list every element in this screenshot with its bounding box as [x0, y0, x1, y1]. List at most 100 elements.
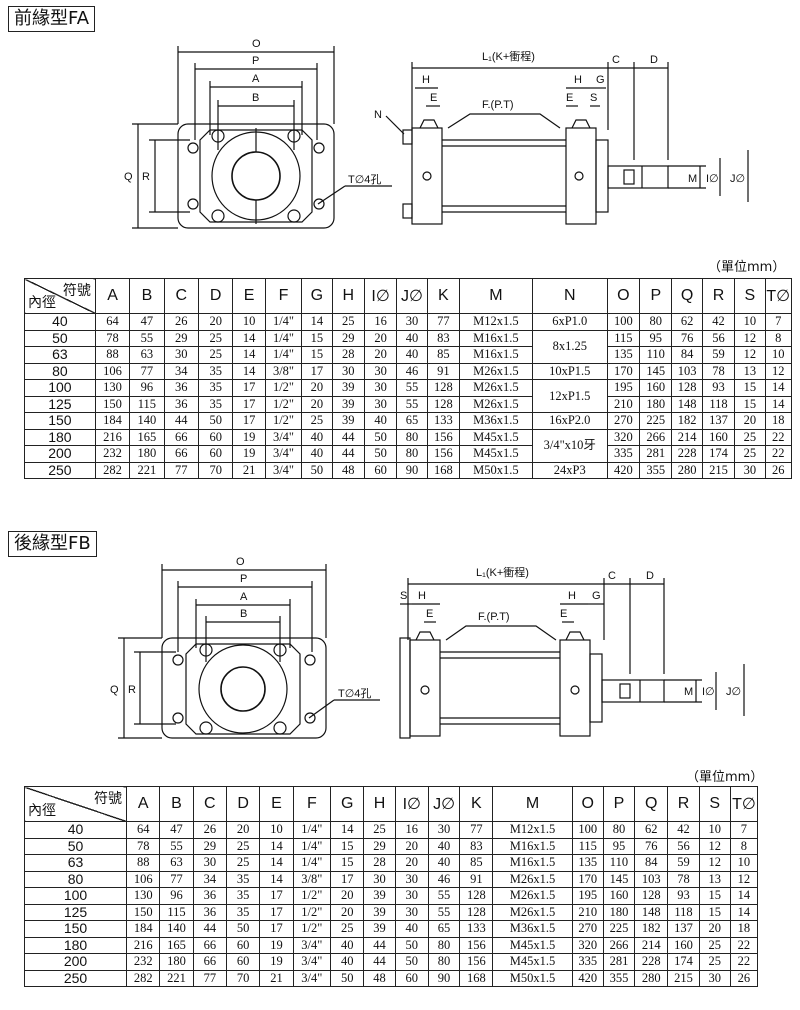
label-p: P	[252, 55, 259, 67]
table-cell: 44	[331, 445, 365, 463]
table-cell: 20	[698, 920, 731, 938]
table-cell: 15	[330, 837, 365, 855]
table-cell: 10	[232, 313, 266, 331]
table-cell: 12	[734, 346, 766, 364]
table-cell: 115	[571, 837, 604, 855]
table-cell: 46	[396, 362, 428, 380]
table-cell: 137	[667, 920, 700, 938]
table-cell: 180	[602, 903, 636, 921]
table-cell: 216	[126, 936, 161, 954]
table-cell: 110	[639, 346, 673, 364]
table-cell: 156	[459, 936, 494, 954]
table-cell: 17	[330, 870, 365, 888]
table-cell: 29	[163, 329, 200, 347]
label-hole: T∅4孔	[348, 173, 381, 186]
table-cell: 18	[764, 412, 793, 430]
label-h2: H	[574, 74, 582, 86]
table-cell: 19	[259, 953, 294, 971]
table-cell: M16x1.5	[492, 837, 573, 855]
fb-label-h2: H	[568, 590, 576, 602]
table-cell: 165	[129, 428, 165, 446]
table-cell: 50	[363, 445, 398, 463]
table-cell: 15	[330, 854, 365, 872]
table-cell: 270	[606, 412, 641, 430]
column-header: R	[701, 278, 736, 314]
table-cell: 55	[396, 379, 428, 397]
table-cell: 14	[259, 837, 294, 855]
column-header: A	[126, 786, 161, 822]
corner-symbol-label: 符號	[62, 282, 91, 298]
table-cell: 150	[94, 395, 131, 413]
table-cell: 30	[192, 854, 227, 872]
table-cell: 14	[330, 821, 365, 839]
label-d: D	[650, 54, 658, 66]
table-cell: 225	[602, 920, 636, 938]
column-header: H	[363, 786, 396, 822]
table-cell: 21	[259, 969, 294, 987]
table-cell: 35	[197, 362, 234, 380]
table-cell: 40	[330, 936, 365, 954]
table-cell: 10	[764, 346, 793, 364]
table-cell: 59	[667, 854, 700, 872]
table-cell: 76	[671, 329, 703, 347]
table-cell: 30	[396, 313, 428, 331]
table-cell: 22	[764, 428, 793, 446]
table-cell: 128	[459, 903, 494, 921]
column-header: P	[639, 278, 673, 314]
table-cell: 13	[734, 362, 766, 380]
table-cell: 160	[667, 936, 700, 954]
table-cell: 30	[394, 887, 429, 905]
corner-symbol-label: 符號	[94, 790, 123, 806]
table-cell: M45x1.5	[492, 953, 573, 971]
table-cell: 160	[602, 887, 636, 905]
table-cell: 135	[571, 854, 604, 872]
table-cell: 133	[426, 412, 461, 430]
label-l1: L₁(K+衝程)	[482, 49, 535, 63]
table-cell: 25	[225, 854, 261, 872]
table-cell: 106	[126, 870, 161, 888]
table-cell: 1/4"	[292, 821, 332, 839]
table-cell: 14	[232, 346, 266, 364]
column-header: O	[606, 278, 641, 314]
table-cell: 14	[729, 887, 759, 905]
table-cell: 103	[634, 870, 669, 888]
table-cell: 48	[331, 461, 365, 479]
column-header: B	[129, 278, 165, 314]
table-cell: 25	[698, 953, 731, 971]
column-header: E	[259, 786, 294, 822]
table-cell: 26	[163, 313, 200, 331]
table-cell: 150	[126, 903, 161, 921]
table-cell: 281	[639, 445, 673, 463]
column-header: B	[159, 786, 194, 822]
table-cell: 80	[639, 313, 673, 331]
table-cell: 35	[197, 395, 234, 413]
table-cell: 78	[126, 837, 161, 855]
table-cell: 14	[764, 395, 793, 413]
table-cell: 14	[259, 870, 294, 888]
table-cell: 118	[667, 903, 700, 921]
column-header: Q	[634, 786, 669, 822]
table-cell: 156	[426, 428, 461, 446]
table-cell: 25	[301, 412, 333, 430]
column-header: F	[292, 786, 332, 822]
table-cell: 8x1.25	[531, 329, 608, 364]
table-cell: 180	[639, 395, 673, 413]
table-cell: 40	[301, 445, 333, 463]
table-cell: 137	[701, 412, 736, 430]
fb-label-a: A	[240, 591, 248, 603]
column-header: F	[264, 278, 303, 314]
table-cell: 35	[225, 903, 261, 921]
table-cell: 55	[427, 903, 461, 921]
table-cell: 39	[331, 395, 365, 413]
table-cell: 17	[259, 887, 294, 905]
label-o: O	[252, 38, 261, 50]
label-h1: H	[422, 74, 430, 86]
table-cell: 215	[667, 969, 700, 987]
table-cell: 195	[606, 379, 641, 397]
table-cell: 26	[764, 461, 793, 479]
